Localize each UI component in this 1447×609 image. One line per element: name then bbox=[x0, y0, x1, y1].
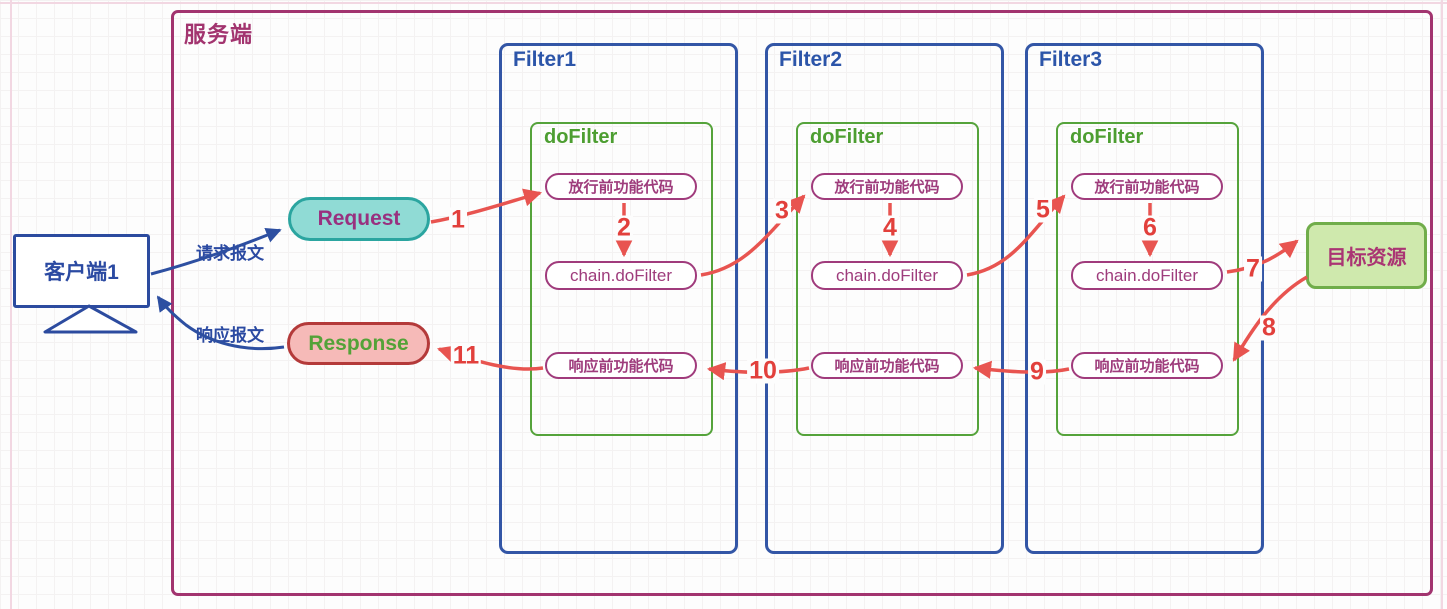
filter3-dofilter-box: doFilter 放行前功能代码 chain.doFilter 响应前功能代码 bbox=[1056, 122, 1239, 436]
flow-number-3: 3 bbox=[773, 196, 791, 225]
grid-accent-line bbox=[10, 0, 12, 609]
filter1-pre-code-pill: 放行前功能代码 bbox=[545, 173, 697, 200]
flow-number-1: 1 bbox=[449, 205, 467, 234]
flow-number-4: 4 bbox=[881, 213, 899, 242]
client-box: 客户端1 bbox=[13, 234, 150, 308]
filter2-title: Filter2 bbox=[779, 48, 843, 71]
filter3-chain-dofilter-pill: chain.doFilter bbox=[1071, 261, 1223, 290]
filter1-chain-dofilter-pill: chain.doFilter bbox=[545, 261, 697, 290]
filter1-post-code-pill: 响应前功能代码 bbox=[545, 352, 697, 379]
filter3-dofilter-title: doFilter bbox=[1070, 126, 1144, 148]
filter2-chain-dofilter-pill: chain.doFilter bbox=[811, 261, 963, 290]
flow-number-7: 7 bbox=[1244, 254, 1262, 283]
target-resource-box: 目标资源 bbox=[1306, 222, 1427, 289]
filter1-box: Filter1 doFilter 放行前功能代码 chain.doFilter … bbox=[499, 43, 738, 554]
filter3-post-code-pill: 响应前功能代码 bbox=[1071, 352, 1223, 379]
filter2-dofilter-title: doFilter bbox=[810, 126, 884, 148]
response-message-label: 响应报文 bbox=[196, 326, 264, 345]
server-title: 服务端 bbox=[184, 22, 254, 47]
flow-number-11: 11 bbox=[450, 341, 482, 370]
filter2-box: Filter2 doFilter 放行前功能代码 chain.doFilter … bbox=[765, 43, 1004, 554]
filter3-pre-code-pill: 放行前功能代码 bbox=[1071, 173, 1223, 200]
filter2-dofilter-box: doFilter 放行前功能代码 chain.doFilter 响应前功能代码 bbox=[796, 122, 979, 436]
grid-accent-line bbox=[0, 2, 1447, 4]
flow-number-10: 10 bbox=[747, 356, 779, 385]
filter3-box: Filter3 doFilter 放行前功能代码 chain.doFilter … bbox=[1025, 43, 1264, 554]
response-pill: Response bbox=[287, 322, 430, 365]
flow-number-6: 6 bbox=[1141, 213, 1159, 242]
client-label: 客户端1 bbox=[44, 261, 119, 284]
filter1-dofilter-title: doFilter bbox=[544, 126, 618, 148]
flow-number-5: 5 bbox=[1034, 195, 1052, 224]
flow-number-8: 8 bbox=[1260, 313, 1278, 342]
grid-accent-line bbox=[1441, 0, 1443, 609]
flow-number-2: 2 bbox=[615, 213, 633, 242]
flow-number-9: 9 bbox=[1028, 357, 1046, 386]
request-message-label: 请求报文 bbox=[196, 244, 264, 263]
filter2-pre-code-pill: 放行前功能代码 bbox=[811, 173, 963, 200]
client-monitor-stand bbox=[43, 304, 138, 334]
filter1-title: Filter1 bbox=[513, 48, 577, 71]
filter2-post-code-pill: 响应前功能代码 bbox=[811, 352, 963, 379]
request-pill: Request bbox=[288, 197, 430, 241]
filter3-title: Filter3 bbox=[1039, 48, 1103, 71]
filter1-dofilter-box: doFilter 放行前功能代码 chain.doFilter 响应前功能代码 bbox=[530, 122, 713, 436]
